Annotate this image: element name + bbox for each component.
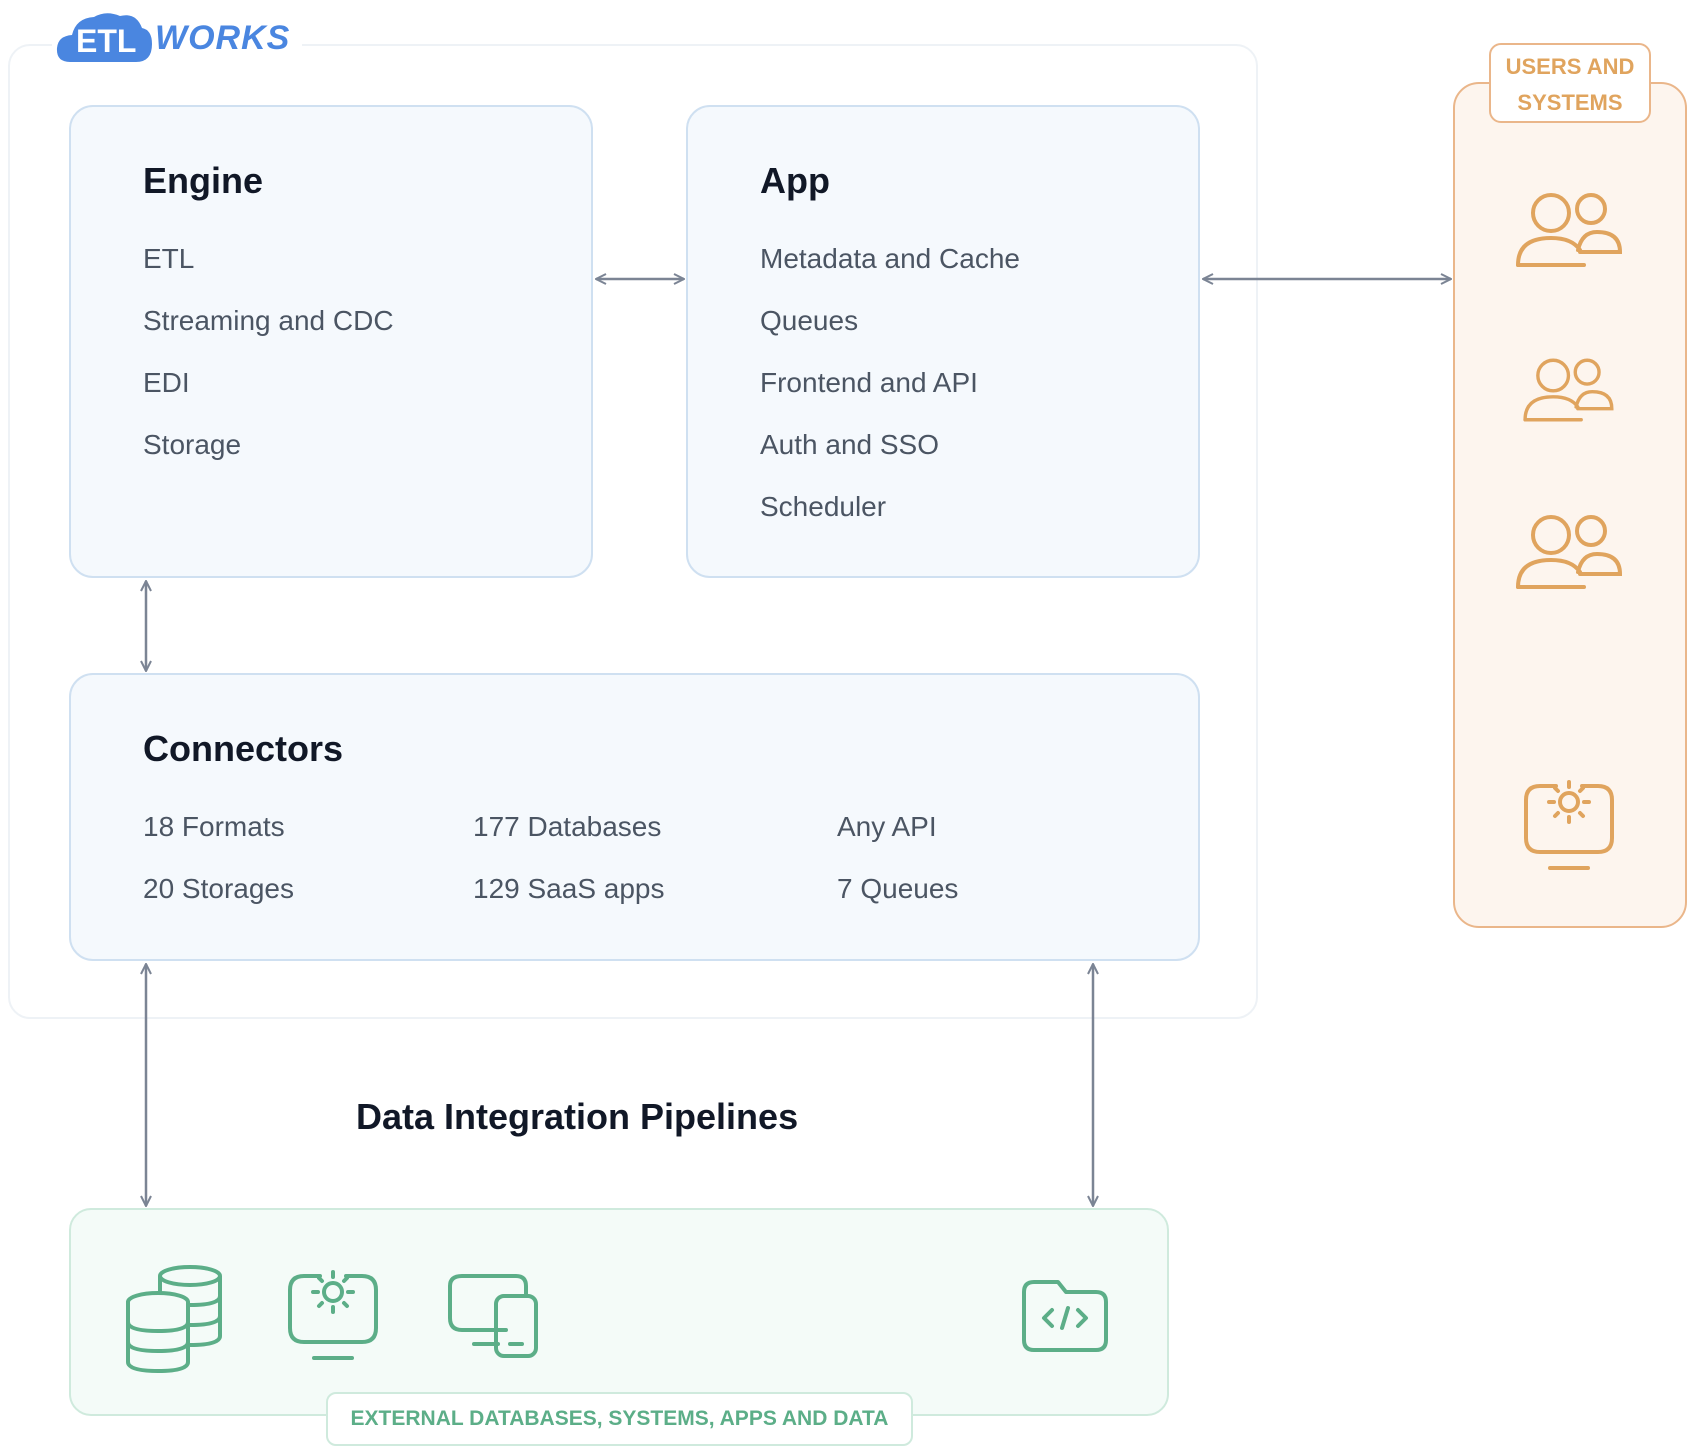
- users-group-icon: [1518, 195, 1620, 265]
- code-folder-icon: [1024, 1282, 1106, 1350]
- users-group-icon: [1518, 517, 1620, 587]
- monitor-gear-icon: [290, 1272, 376, 1358]
- users-group-icon: [1525, 360, 1612, 420]
- database-stack-icon: [128, 1267, 220, 1371]
- monitor-gear-icon: [1526, 782, 1612, 868]
- devices-icon: [450, 1276, 536, 1356]
